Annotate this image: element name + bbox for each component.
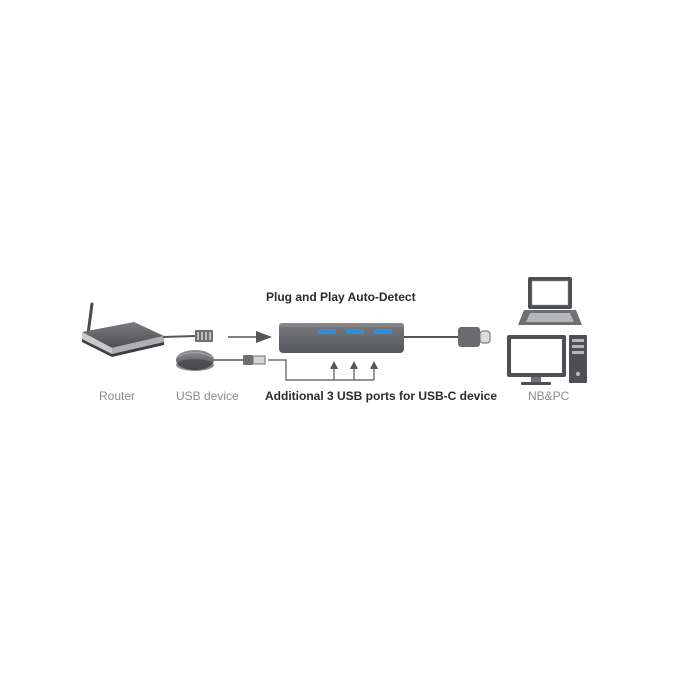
pc-tower-icon: [569, 335, 587, 383]
usb-hub-icon: [279, 323, 404, 353]
mouse-icon: [175, 350, 215, 371]
usb-device-connector-line: [268, 359, 374, 381]
ethernet-cable: [162, 335, 197, 338]
monitor-icon: [507, 335, 566, 385]
usb-c-plug-icon: [458, 327, 491, 347]
router-icon: [82, 302, 164, 357]
usb-port-1: [318, 329, 336, 334]
port-arrows: [330, 361, 378, 380]
ethernet-plug-icon: [195, 330, 213, 342]
nb-pc-label: NB&PC: [528, 389, 570, 403]
usb-device-label: USB device: [176, 389, 239, 403]
input-arrow: [228, 331, 272, 343]
usb-a-plug-icon: [243, 355, 266, 365]
diagram-title: Plug and Play Auto-Detect: [266, 290, 416, 304]
usb-port-2: [346, 329, 364, 334]
laptop-icon: [518, 277, 582, 325]
router-label: Router: [99, 389, 136, 403]
usb-port-3: [374, 329, 392, 334]
diagram-subtitle: Additional 3 USB ports for USB-C device: [265, 389, 498, 403]
